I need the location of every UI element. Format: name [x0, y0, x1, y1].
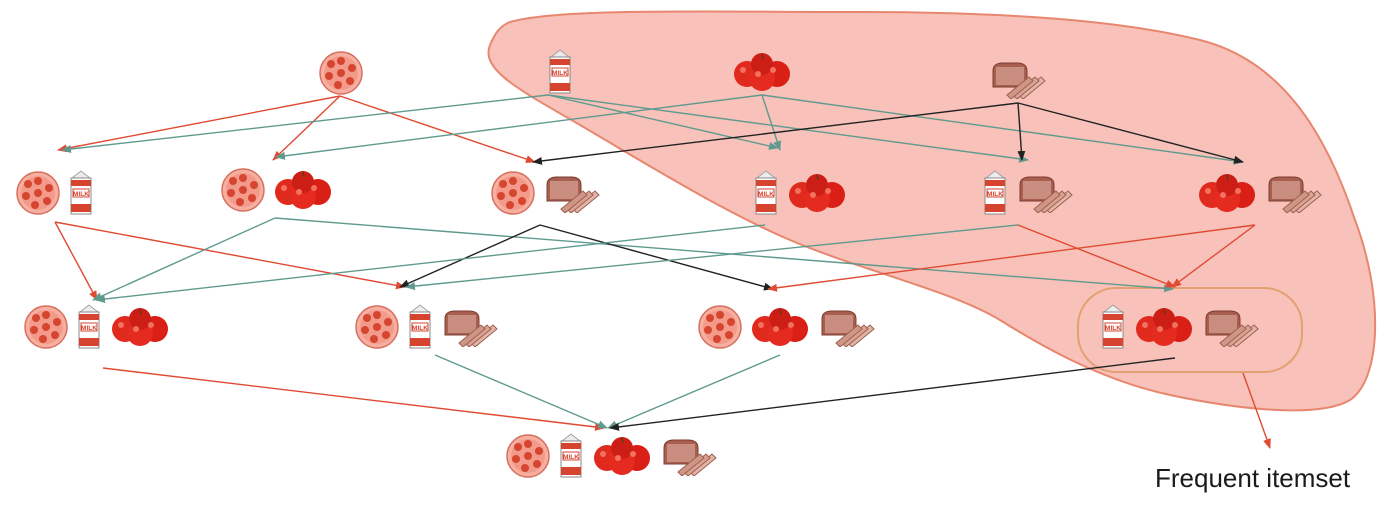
- itemset-milk: [549, 49, 571, 94]
- lattice-arrow: [405, 224, 1019, 291]
- milk-carton-icon: [78, 304, 100, 349]
- lattice-arrow: [609, 357, 1176, 431]
- lattice-arrow: [399, 224, 541, 288]
- pizza-icon: [221, 168, 265, 212]
- itemset-pizza-apples: [221, 168, 332, 212]
- itemset-pizza-milk-apples: [24, 304, 169, 349]
- milk-carton-icon: [549, 49, 571, 94]
- milk-carton-icon: [984, 170, 1006, 215]
- lattice-arrows: [54, 94, 1271, 449]
- lattice-arrow: [274, 217, 1174, 293]
- lattice-arrow: [532, 102, 1019, 165]
- milk-carton-icon: [409, 304, 431, 349]
- milk-carton-icon: [1102, 304, 1124, 349]
- lattice-arrow: [95, 224, 766, 303]
- frequent-itemsets-region: [487, 10, 1377, 412]
- frequent-itemset-label: Frequent itemset: [1155, 463, 1351, 493]
- lattice-arrow: [92, 217, 276, 301]
- apples-icon: [751, 307, 809, 347]
- lattice-arrow: [1017, 102, 1026, 161]
- itemset-pizza-milk-apples-bread: [506, 433, 717, 478]
- apples-icon: [593, 436, 651, 476]
- lattice-arrow: [761, 94, 782, 151]
- lattice-arrow: [1017, 224, 1176, 288]
- pizza-icon: [355, 305, 399, 349]
- lattice-arrow: [54, 221, 98, 301]
- lattice-arrow: [607, 354, 781, 429]
- lattice-arrow: [547, 94, 1029, 163]
- lattice-arrow: [767, 224, 1256, 292]
- pizza-icon: [319, 51, 363, 95]
- apples-icon: [274, 170, 332, 210]
- lattice-arrow: [1242, 372, 1271, 449]
- lattice-arrow: [57, 95, 341, 153]
- milk-carton-icon: [755, 170, 777, 215]
- lattice-arrow: [102, 367, 605, 431]
- lattice-arrow: [761, 94, 1244, 165]
- frequent-itemset-highlight-box: [1077, 287, 1303, 373]
- lattice-arrow: [434, 354, 608, 429]
- bread-icon: [821, 310, 875, 347]
- lattice-arrow: [1017, 102, 1244, 164]
- bread-icon: [444, 310, 498, 347]
- milk-carton-icon: [560, 433, 582, 478]
- lattice-arrow: [61, 94, 549, 153]
- bread-icon: [663, 439, 717, 476]
- itemset-pizza-milk: [16, 170, 92, 215]
- pizza-icon: [698, 305, 742, 349]
- itemset-pizza-bread: [491, 171, 600, 215]
- pizza-icon: [24, 305, 68, 349]
- itemset-pizza: [319, 51, 363, 95]
- itemset-pizza-apples-bread: [698, 305, 875, 349]
- lattice-arrow: [275, 94, 763, 160]
- pizza-icon: [16, 171, 60, 215]
- lattice-arrow: [54, 221, 406, 290]
- pizza-icon: [506, 434, 550, 478]
- lattice-arrow: [1171, 224, 1256, 288]
- lattice-arrow: [272, 95, 341, 161]
- lattice-arrow: [339, 95, 536, 163]
- pizza-icon: [491, 171, 535, 215]
- apples-icon: [111, 307, 169, 347]
- lattice-arrow: [539, 224, 774, 291]
- itemset-pizza-milk-bread: [355, 304, 498, 349]
- lattice-arrow: [547, 94, 779, 150]
- milk-carton-icon: [70, 170, 92, 215]
- bread-icon: [546, 176, 600, 213]
